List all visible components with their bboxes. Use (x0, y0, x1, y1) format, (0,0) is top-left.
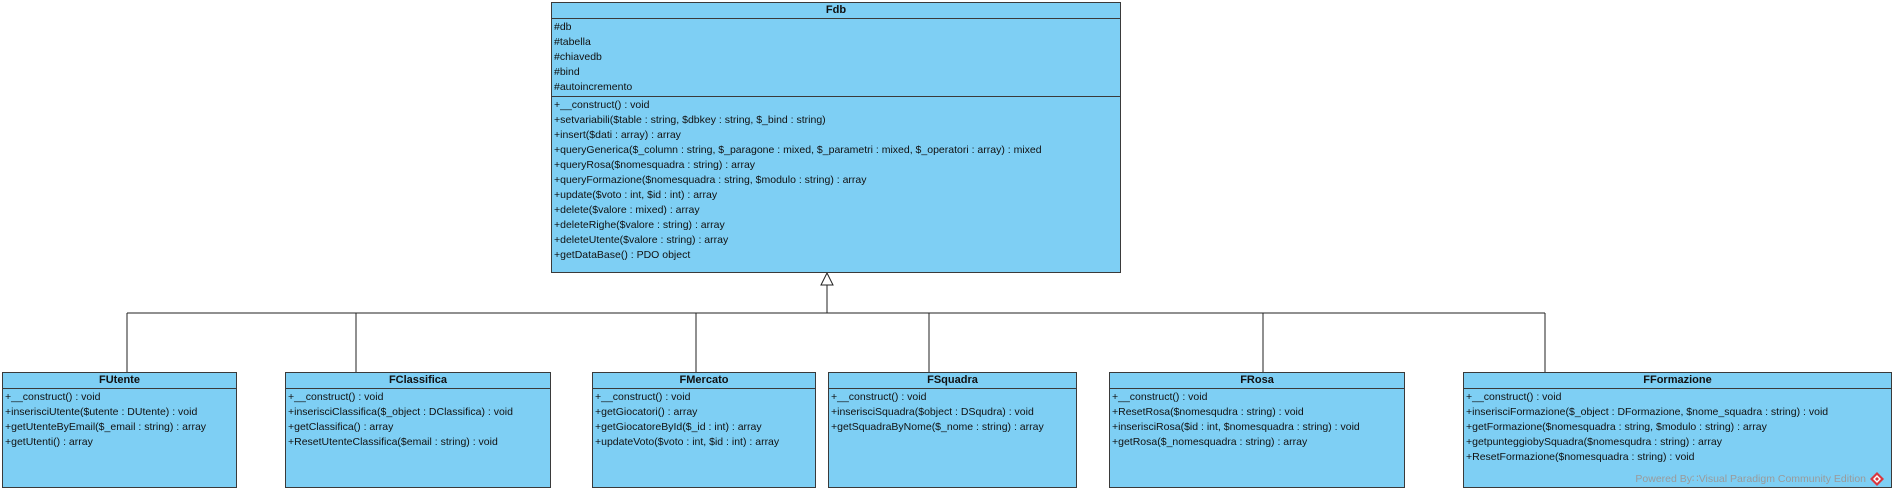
method: +inserisciRosa($id : int, $nomesquadra :… (1112, 421, 1360, 433)
method: +__construct() : void (5, 391, 101, 403)
method: +getClassifica() : array (288, 421, 394, 433)
method: +__construct() : void (1466, 391, 1562, 403)
class-name: FUtente (3, 373, 236, 389)
attribute: #autoincremento (554, 81, 633, 93)
method: +getRosa($_nomesquadra : string) : array (1112, 436, 1308, 448)
method: +ResetRosa($nomesqudra : string) : void (1112, 406, 1304, 418)
method: +getSquadraByNome($_nome : string) : arr… (831, 421, 1044, 433)
class-futente[interactable]: FUtente +__construct() : void +inserisciUt… (2, 372, 237, 488)
class-name: FRosa (1110, 373, 1404, 389)
methods-compartment: +__construct() : void +inserisciFormazion… (1464, 389, 1891, 466)
class-fclassifica[interactable]: FClassifica +__construct() : void +inseris… (285, 372, 551, 488)
watermark-text: Powered By∷Visual Paradigm Community Edi… (1635, 473, 1866, 485)
class-name: FFormazione (1464, 373, 1891, 389)
attribute: #chiavedb (554, 51, 602, 63)
attribute: #db (554, 21, 572, 33)
method: +updateVoto($voto : int, $id : int) : ar… (595, 436, 780, 448)
method: +insert($dati : array) : array (554, 129, 681, 141)
methods-compartment: +__construct() : void +inserisciClassific… (286, 389, 550, 451)
method: +__construct() : void (288, 391, 384, 403)
visual-paradigm-logo-icon (1870, 472, 1884, 486)
method: +inserisciSquadra($object : DSqudra) : v… (831, 406, 1034, 418)
method: +queryFormazione($nomesquadra : string, … (554, 174, 867, 186)
method: +getDataBase() : PDO object (554, 249, 691, 261)
method: +getGiocatoreById($_id : int) : array (595, 421, 762, 433)
methods-compartment: +__construct() : void +ResetRosa($nomesqu… (1110, 389, 1404, 451)
class-name: FClassifica (286, 373, 550, 389)
attribute: #tabella (554, 36, 591, 48)
method: +queryRosa($nomesquadra : string) : arra… (554, 159, 756, 171)
method: +__construct() : void (595, 391, 691, 403)
method: +getUtenti() : array (5, 436, 93, 448)
method: +update($voto : int, $id : int) : array (554, 189, 718, 201)
watermark: Powered By∷Visual Paradigm Community Edi… (1635, 472, 1884, 486)
generalization-arrowhead-icon (820, 271, 834, 286)
methods-compartment: +__construct() : void +inserisciUtente($u… (3, 389, 236, 451)
method: +getGiocatori() : array (595, 406, 698, 418)
method: +queryGenerica($_column : string, $_para… (554, 144, 1042, 156)
method: +getUtenteByEmail($_email : string) : ar… (5, 421, 207, 433)
class-name: FSquadra (829, 373, 1076, 389)
method: +inserisciUtente($utente : DUtente) : vo… (5, 406, 198, 418)
attributes-compartment: #db #tabella #chiavedb #bind #autoincremento (552, 19, 1120, 97)
methods-compartment: +__construct() : void +getGiocatori() : a… (593, 389, 815, 451)
method: +getFormazione($nomesquadra : string, $m… (1466, 421, 1767, 433)
class-fdb[interactable]: Fdb #db #tabella #chiavedb #bind #autoincreme… (551, 2, 1121, 273)
class-fformazione[interactable]: FFormazione +__construct() : void +inseris… (1463, 372, 1892, 488)
class-fsquadra[interactable]: FSquadra +__construct() : void +inserisciS… (828, 372, 1077, 488)
method: +__construct() : void (831, 391, 927, 403)
class-frosa[interactable]: FRosa +__construct() : void +ResetRosa($no… (1109, 372, 1405, 488)
attribute: #bind (554, 66, 580, 78)
class-fmercato[interactable]: FMercato +__construct() : void +getGiocato… (592, 372, 816, 488)
method: +getpunteggiobySquadra($nomesqudra : str… (1466, 436, 1722, 448)
class-name: FMercato (593, 373, 815, 389)
method: +inserisciClassifica($_object : DClassif… (288, 406, 513, 418)
method: +ResetUtenteClassifica($email : string) … (288, 436, 498, 448)
method: +delete($valore : mixed) : array (554, 204, 700, 216)
methods-compartment: +__construct() : void +inserisciSquadra($… (829, 389, 1076, 436)
method: +deleteUtente($valore : string) : array (554, 234, 729, 246)
class-name: Fdb (552, 3, 1120, 19)
method: +ResetFormazione($nomesquadra : string) … (1466, 451, 1695, 463)
method: +__construct() : void (554, 99, 650, 111)
methods-compartment: +__construct() : void +setvariabili($tabl… (552, 97, 1120, 264)
method: +__construct() : void (1112, 391, 1208, 403)
method: +deleteRighe($valore : string) : array (554, 219, 725, 231)
method: +inserisciFormazione($_object : DFormazi… (1466, 406, 1829, 418)
method: +setvariabili($table : string, $dbkey : … (554, 114, 826, 126)
